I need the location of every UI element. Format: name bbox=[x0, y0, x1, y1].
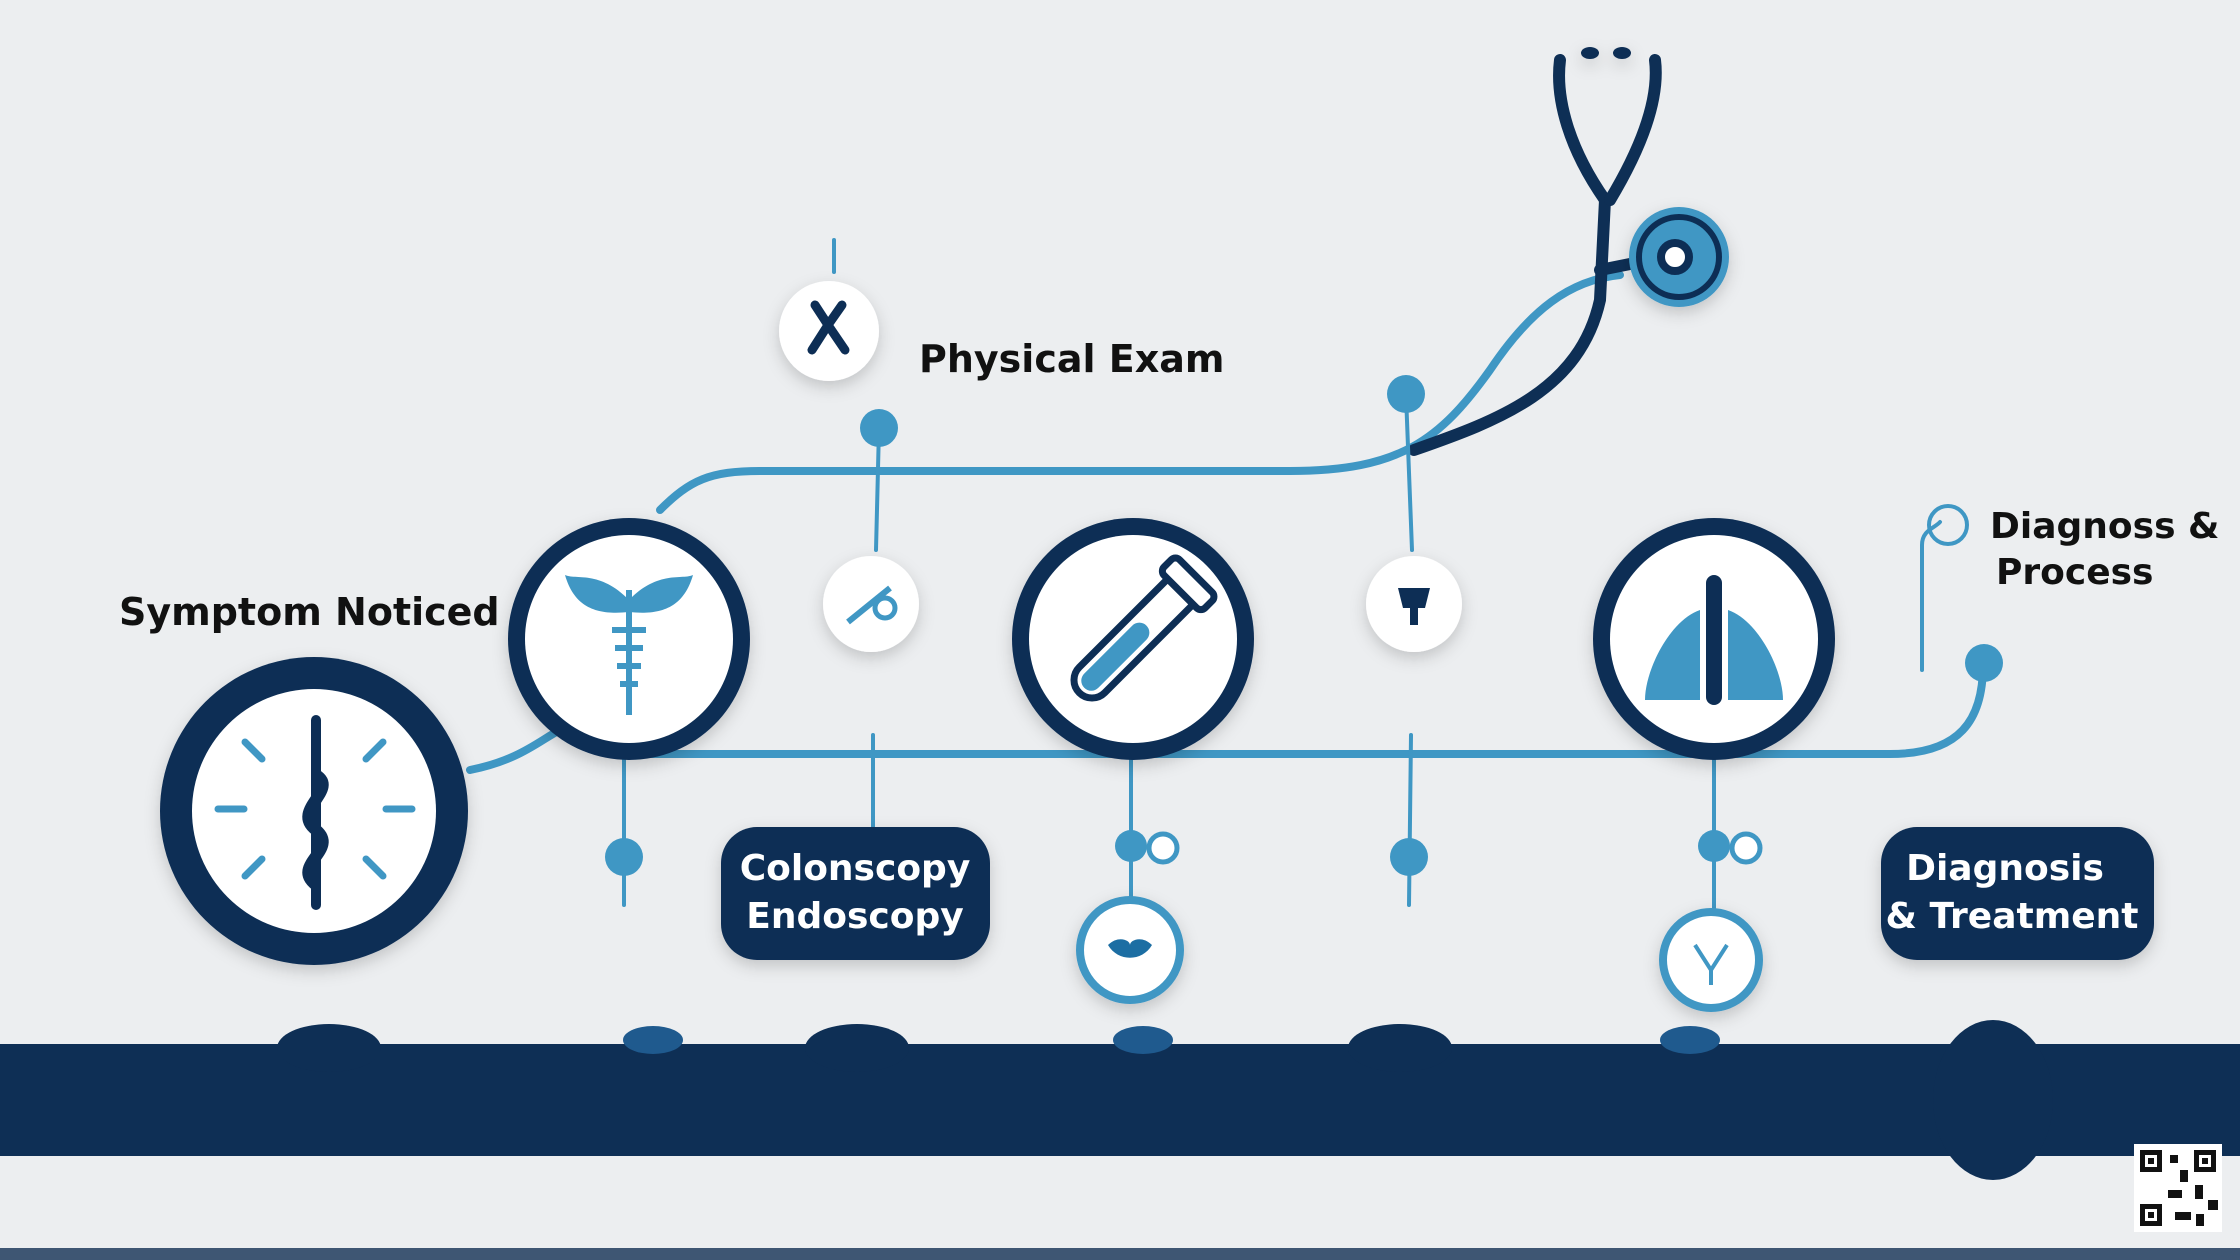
physical-exam-icon bbox=[779, 281, 879, 381]
mouth-icon bbox=[1076, 896, 1184, 1004]
diagnoss-label-line1: Diagnoss & bbox=[1990, 506, 2219, 547]
instrument-icon bbox=[823, 556, 919, 652]
lungs-icon bbox=[1593, 518, 1835, 760]
qr-code-icon bbox=[2134, 1144, 2222, 1232]
bottom-edge bbox=[0, 1248, 2240, 1260]
colonoscopy-label-line2: Endoscopy bbox=[746, 896, 963, 937]
timeline-lines bbox=[466, 54, 1987, 910]
organ-icon bbox=[1366, 556, 1462, 652]
test-tube-icon bbox=[1012, 518, 1254, 760]
bottom-bar bbox=[0, 1020, 2240, 1180]
treatment-box: Diagnosis & Treatment bbox=[1881, 827, 2154, 960]
treatment-label-line2: & Treatment bbox=[1886, 896, 2139, 937]
colonoscopy-box: Colonscopy Endoscopy bbox=[721, 827, 990, 960]
physical-exam-label: Physical Exam bbox=[919, 337, 1224, 381]
caduceus-icon bbox=[508, 518, 750, 760]
herb-icon bbox=[1659, 908, 1763, 1012]
clock-caduceus-icon bbox=[160, 657, 468, 965]
stethoscope-icon bbox=[1581, 47, 1729, 307]
timeline-dots bbox=[605, 375, 2003, 876]
symptom-noticed-label: Symptom Noticed bbox=[119, 590, 500, 634]
diagnoss-label-line2: Process bbox=[1996, 552, 2153, 593]
colonoscopy-label-line1: Colonscopy bbox=[740, 848, 971, 889]
treatment-label-line1: Diagnosis bbox=[1906, 848, 2104, 889]
